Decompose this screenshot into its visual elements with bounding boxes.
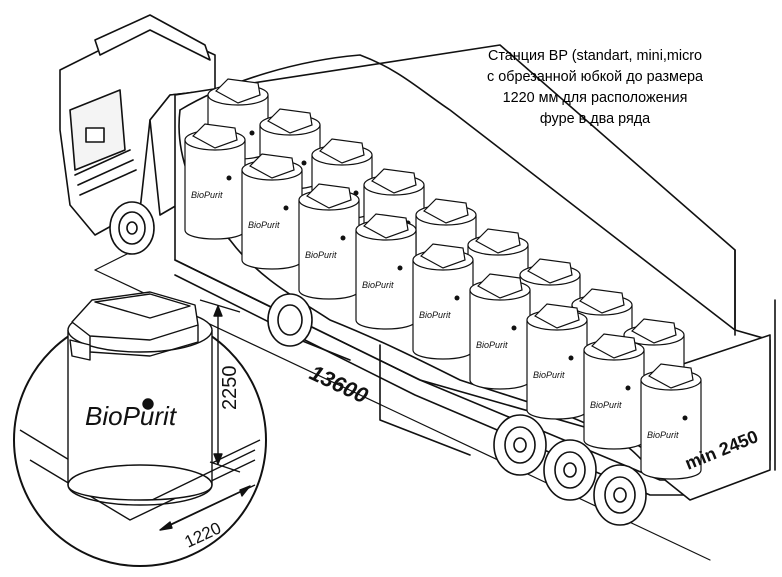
tank-brand-label: BioPurit [647, 430, 679, 440]
tank: BioPurit [583, 333, 645, 450]
tank-brand-label: BioPurit [248, 220, 280, 230]
tank: BioPurit [184, 123, 246, 240]
tank-brand-label: BioPurit [590, 400, 622, 410]
tank: BioPurit [355, 213, 417, 330]
tank: BioPurit [298, 183, 360, 300]
caption-line: Станция BP (standart, mini,micro [487, 48, 703, 64]
trailer-length-label: 13600 [306, 360, 373, 409]
tank-brand-label: BioPurit [305, 250, 337, 260]
tank-detail-inset: BioPurit 2250 1220 [13, 291, 267, 567]
trailer-wheels [267, 293, 647, 526]
caption-line: фуре в два ряда [539, 111, 651, 127]
tank: BioPurit [469, 273, 531, 390]
tank-brand-label: BioPurit [419, 310, 451, 320]
tank-brand-label: BioPurit [191, 190, 223, 200]
tank-brand-label: BioPurit [476, 340, 508, 350]
tank: BioPurit [640, 363, 702, 480]
tank-brand-label: BioPurit [362, 280, 394, 290]
tank-height-label: 2250 [219, 366, 241, 411]
height-dimension [734, 249, 776, 471]
caption-line: 1220 мм для расположения [502, 90, 688, 106]
tank: BioPurit [412, 243, 474, 360]
tank-array: BioPuritBioPuritBioPuritBioPuritBioPurit… [184, 78, 702, 480]
caption-text: Станция BP (standart, mini,micro с обрез… [408, 46, 782, 130]
inset-tank-brand: BioPurit [85, 401, 178, 431]
caption-line: с обрезанной юбкой до размера [487, 69, 703, 85]
tank: BioPurit [526, 303, 588, 420]
tank-brand-label: BioPurit [533, 370, 565, 380]
tank: BioPurit [241, 153, 303, 270]
